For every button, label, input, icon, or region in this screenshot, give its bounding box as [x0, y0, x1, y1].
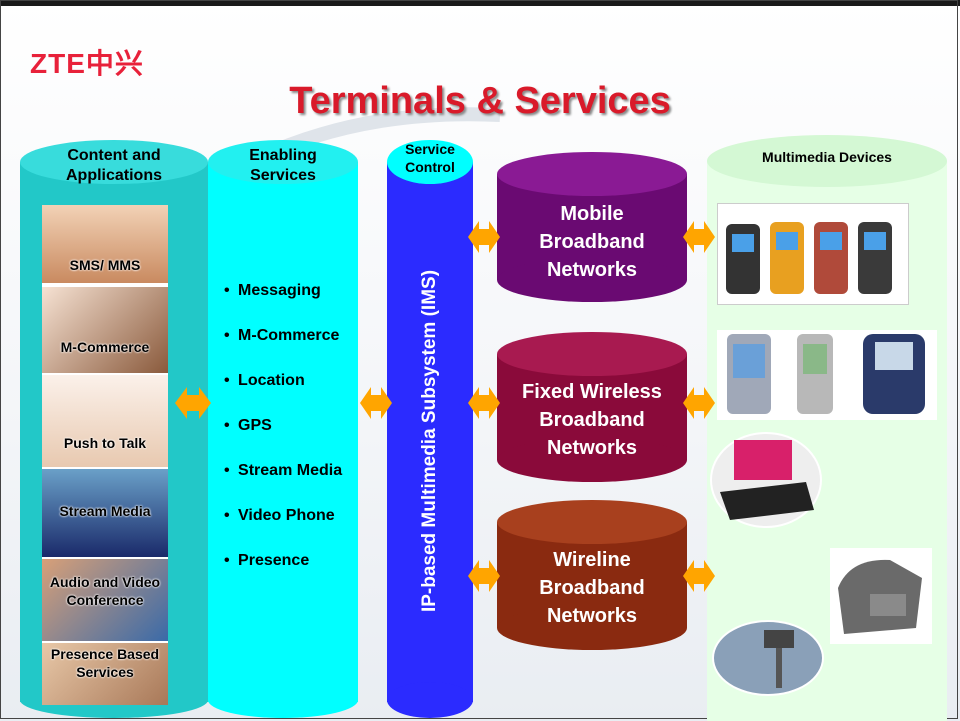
- mobile-network-label: Mobile Broadband Networks: [497, 200, 687, 284]
- wireline-line3: Networks: [546, 605, 638, 627]
- ptt-label: Push to Talk: [63, 435, 147, 451]
- list-item: • GPS: [224, 417, 272, 434]
- service-control-line2: Control: [405, 159, 455, 175]
- enabling-header: Enabling Services: [208, 146, 358, 186]
- ims-vertical-label: IP-based Multimedia Subsystem (IMS): [419, 269, 440, 613]
- bullet-mcommerce: M-Commerce: [238, 327, 340, 344]
- content-header-line1: Content and: [67, 147, 161, 164]
- ims-cylinder: Service Control IP-based Multimedia Subs…: [387, 140, 473, 720]
- stream-photo: Stream Media: [42, 469, 168, 557]
- fixed-wireless-network-label: Fixed Wireless Broadband Networks: [497, 378, 687, 462]
- sms-photo: SMS/ MMS: [42, 205, 168, 283]
- desk-phone-image: [830, 548, 932, 644]
- enabling-bullet-list: • Messaging • M-Commerce • Location • GP…: [224, 282, 358, 597]
- mobile-network-cylinder: Mobile Broadband Networks: [497, 152, 687, 302]
- mobile-phones-image: [717, 203, 909, 305]
- mobile-line3: Networks: [546, 259, 638, 281]
- list-item: • Messaging: [224, 282, 321, 299]
- arrow-enabling-ims: [360, 387, 392, 419]
- arrow-wireline-devices: [683, 560, 715, 592]
- ptt-photo: Push to Talk: [42, 375, 168, 467]
- camera-image: [712, 620, 824, 696]
- list-item: • Location: [224, 372, 305, 389]
- arrow-fixed-wireless-devices: [683, 387, 715, 419]
- page-title: Terminals & Services: [289, 80, 671, 122]
- presence-label: Presence Based Services: [50, 646, 160, 680]
- wireline-line2: Broadband: [539, 577, 645, 599]
- arrow-content-enabling: [175, 387, 211, 419]
- arrow-ims-mobile: [468, 221, 500, 253]
- list-item: • Stream Media: [224, 462, 343, 479]
- wireline-network-label: Wireline Broadband Networks: [497, 546, 687, 630]
- list-item: • M-Commerce: [224, 327, 340, 344]
- bullet-location: Location: [238, 372, 305, 389]
- enabling-cylinder: Enabling Services • Messaging • M-Commer…: [208, 140, 358, 720]
- presence-photo: Presence Based Services: [42, 643, 168, 705]
- conference-label: Audio and Video Conference: [49, 574, 161, 608]
- mobile-line1: Mobile: [560, 203, 624, 225]
- fixed-wireless-network-cylinder: Fixed Wireless Broadband Networks: [497, 332, 687, 482]
- pda-devices-image: [717, 330, 937, 420]
- fixed-wireless-line3: Networks: [546, 437, 638, 459]
- mcommerce-photo: M-Commerce: [42, 287, 168, 373]
- content-photo-strip: SMS/ MMS M-Commerce Push to Talk Stream …: [42, 205, 168, 705]
- bullet-messaging: Messaging: [238, 282, 321, 299]
- service-control-header: Service Control: [387, 140, 473, 176]
- mobile-line2: Broadband: [539, 231, 645, 253]
- bullet-video-phone: Video Phone: [238, 507, 335, 524]
- arrow-ims-fixed-wireless: [468, 387, 500, 419]
- list-item: • Presence: [224, 552, 310, 569]
- list-item: • Video Phone: [224, 507, 335, 524]
- bullet-gps: GPS: [238, 417, 272, 434]
- devices-header: Multimedia Devices: [762, 149, 892, 165]
- conference-photo: Audio and Video Conference: [42, 559, 168, 641]
- fixed-wireless-line2: Broadband: [539, 409, 645, 431]
- enabling-header-line2: Services: [250, 167, 316, 184]
- bullet-presence: Presence: [238, 552, 310, 569]
- content-header-line2: Applications: [65, 167, 162, 184]
- enabling-header-line1: Enabling: [249, 147, 317, 164]
- service-control-line1: Service: [405, 141, 455, 157]
- bullet-stream-media: Stream Media: [238, 462, 343, 479]
- laptop-image: [710, 432, 822, 528]
- arrow-mobile-devices: [683, 221, 715, 253]
- content-header: Content and Applications: [20, 146, 208, 186]
- wireline-network-cylinder: Wireline Broadband Networks: [497, 500, 687, 650]
- logo: ZTE中兴: [30, 48, 144, 79]
- mcommerce-label: M-Commerce: [60, 339, 150, 355]
- wireline-line1: Wireline: [553, 549, 631, 571]
- top-bar: [0, 0, 960, 6]
- arrow-ims-wireline: [468, 560, 500, 592]
- stream-label: Stream Media: [59, 503, 151, 519]
- sms-label: SMS/ MMS: [69, 257, 141, 273]
- fixed-wireless-line1: Fixed Wireless: [522, 381, 662, 403]
